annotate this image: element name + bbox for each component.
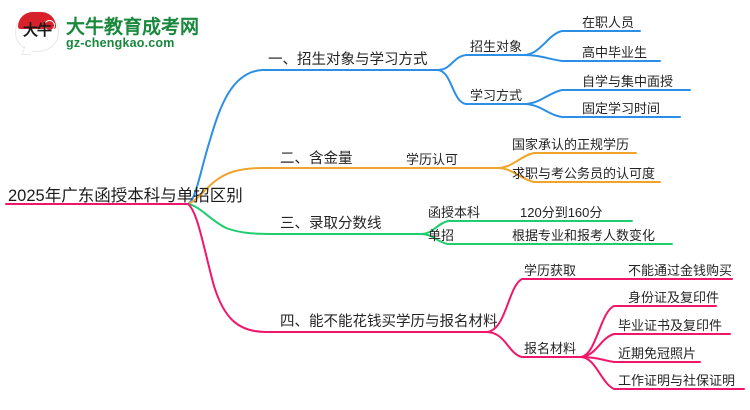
branch-label-1[interactable]: 一、招生对象与学习方式 [268, 52, 428, 68]
leaf-label-4-2-1[interactable]: 身份证及复印件 [628, 290, 720, 305]
site-logo[interactable]: 大牛 大牛教育成考网 gz-chengkao.com [14, 8, 224, 58]
leaf-label-3-1-1[interactable]: 120分到160分 [520, 205, 603, 220]
connector-branch-2 [187, 152, 661, 205]
leaf-label-2-1-2[interactable]: 求职与考公务员的认可度 [512, 166, 656, 181]
leaf-label-2-1-1[interactable]: 国家承认的正规学历 [512, 137, 630, 152]
leaf-label-4-2-4[interactable]: 工作证明与社保证明 [618, 373, 736, 388]
leaf-label-4-2-3[interactable]: 近期免冠照片 [618, 346, 697, 361]
logo-site-name: 大牛教育成考网 [66, 17, 200, 38]
leaf-label-4-1-1[interactable]: 不能通过金钱购买 [628, 263, 733, 278]
subnode-label-4-2[interactable]: 报名材料 [524, 341, 577, 356]
root-node-label[interactable]: 2025年广东函授本科与单招区别 [8, 187, 243, 205]
branch-label-4[interactable]: 四、能不能花钱买学历与报名材料 [280, 314, 498, 330]
logo-site-url: gz-chengkao.com [66, 36, 175, 50]
subnode-label-3-1[interactable]: 函授本科 [428, 205, 481, 220]
leaf-label-1-1-1[interactable]: 在职人员 [582, 15, 635, 30]
connector-branch-1 [187, 30, 691, 205]
leaf-label-3-2-1[interactable]: 根据专业和报考人数变化 [512, 228, 656, 243]
subnode-label-4-1[interactable]: 学历获取 [524, 263, 577, 278]
leaf-label-1-1-2[interactable]: 高中毕业生 [582, 45, 648, 60]
leaf-label-4-2-2[interactable]: 毕业证书及复印件 [618, 318, 723, 333]
logo-badge-text: 大牛 [22, 22, 52, 39]
branch-label-2[interactable]: 二、含金量 [280, 151, 353, 167]
subnode-label-2-1[interactable]: 学历认可 [406, 152, 459, 167]
subnode-label-1-2[interactable]: 学习方式 [470, 88, 523, 103]
connector-branch-4 [187, 203, 745, 390]
subnode-label-3-2[interactable]: 单招 [428, 228, 455, 243]
subnode-label-1-1[interactable]: 招生对象 [470, 39, 523, 54]
leaf-label-1-2-1[interactable]: 自学与集中面授 [582, 74, 674, 89]
leaf-label-1-2-2[interactable]: 固定学习时间 [582, 101, 661, 116]
branch-label-3[interactable]: 三、录取分数线 [280, 216, 382, 232]
logo-badge-icon: 大牛 [14, 11, 60, 55]
connector-branch-3 [187, 203, 673, 245]
